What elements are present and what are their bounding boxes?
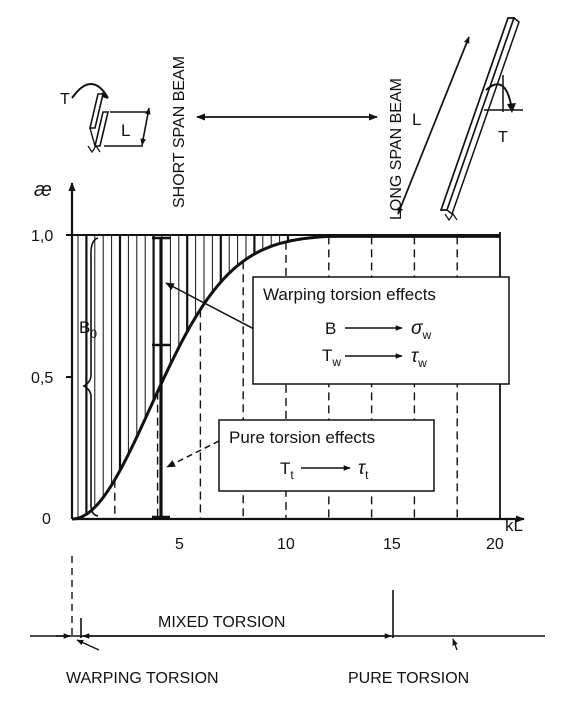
long-beam-sketch: [397, 16, 523, 222]
warping-b: B: [325, 319, 336, 338]
pure-box-title: Pure torsion effects: [229, 428, 375, 447]
pure-torsion-label: PURE TORSION: [348, 670, 469, 687]
torsion-curve: [71, 234, 500, 521]
y-tick-1: 1,0: [31, 228, 53, 245]
y-tick-05: 0,5: [31, 370, 53, 387]
warping-box-title: Warping torsion effects: [263, 285, 436, 304]
warping-sigma: σw: [411, 318, 431, 342]
warping-tau: τw: [411, 346, 427, 370]
x-axis-symbol: kL: [505, 516, 523, 535]
pure-tau: τt: [358, 458, 369, 482]
b0-label: B0: [79, 318, 97, 341]
warping-pointer: [165, 282, 257, 331]
pure-tt: Tt: [280, 459, 294, 482]
warping-torsion-label: WARPING TORSION: [66, 670, 219, 687]
x-tick-20: 20: [486, 536, 504, 553]
long-length-arrow: [397, 36, 470, 215]
length-label-short: L: [121, 121, 130, 140]
y-tick-0: 0: [42, 511, 51, 528]
torque-label-long: T: [498, 129, 508, 146]
short-beam: [88, 93, 105, 129]
long-beam: [439, 17, 516, 211]
b0-brace: [82, 237, 99, 517]
pure-effects-box: Pure torsion effects Tt τt: [218, 419, 435, 492]
x-tick-5: 5: [175, 536, 184, 553]
x-tick-15: 15: [383, 536, 401, 553]
short-span-label: SHORT SPAN BEAM: [171, 56, 188, 208]
pure-pointer: [166, 440, 220, 468]
torque-label-short: T: [60, 91, 70, 108]
mixed-torsion-label: MIXED TORSION: [158, 614, 285, 631]
y-axis-symbol: æ: [34, 179, 52, 201]
warping-effects-box: Warping torsion effects B σw Tw τw: [252, 276, 510, 385]
warping-tw: Tw: [322, 346, 341, 369]
short-beam-sketch: [71, 83, 151, 154]
length-label-long: L: [412, 110, 421, 129]
long-span-label: LONG SPAN BEAM: [388, 78, 405, 220]
x-tick-10: 10: [277, 536, 295, 553]
